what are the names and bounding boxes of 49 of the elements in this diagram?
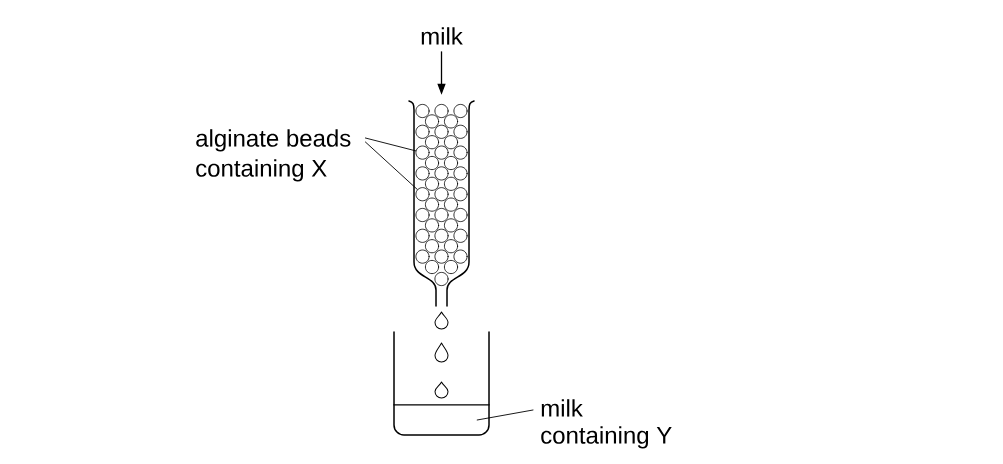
bead	[444, 156, 458, 170]
bead	[425, 156, 439, 170]
bead	[453, 104, 468, 118]
leader-line	[476, 409, 534, 421]
bead	[444, 239, 458, 254]
bead	[415, 124, 430, 139]
bead	[415, 208, 430, 222]
bead	[444, 135, 458, 150]
bead	[415, 145, 430, 160]
bead	[425, 197, 439, 212]
leader-line	[364, 137, 417, 152]
bead	[415, 166, 430, 181]
bead	[434, 208, 449, 222]
bead	[444, 197, 458, 212]
leader-line	[364, 141, 418, 190]
bead	[453, 145, 468, 160]
bead	[415, 249, 430, 264]
bead	[444, 114, 458, 129]
column	[408, 100, 475, 307]
bead	[453, 124, 468, 139]
bead	[453, 208, 468, 222]
bead	[444, 176, 458, 191]
bead	[453, 166, 468, 181]
bead	[444, 218, 458, 233]
bead	[434, 272, 449, 286]
bead	[434, 166, 449, 181]
label: milk	[421, 27, 463, 45]
bead	[453, 249, 468, 264]
bead	[425, 114, 439, 129]
bead	[434, 228, 449, 243]
bead	[425, 176, 439, 191]
bead	[415, 187, 430, 202]
bead	[425, 218, 439, 233]
bead	[415, 104, 430, 118]
bead	[453, 187, 468, 202]
bead	[444, 260, 458, 274]
bead	[425, 239, 439, 254]
bead	[425, 135, 439, 150]
bead	[434, 249, 449, 264]
label: alginate beads containing X	[196, 129, 351, 182]
bead	[425, 260, 439, 274]
bead	[415, 228, 430, 243]
label: milk containing Y	[541, 399, 672, 449]
bead	[453, 228, 468, 243]
bead	[434, 145, 449, 160]
bead	[434, 104, 449, 118]
bead	[434, 124, 449, 139]
bead	[434, 187, 449, 202]
beaker	[393, 331, 490, 436]
